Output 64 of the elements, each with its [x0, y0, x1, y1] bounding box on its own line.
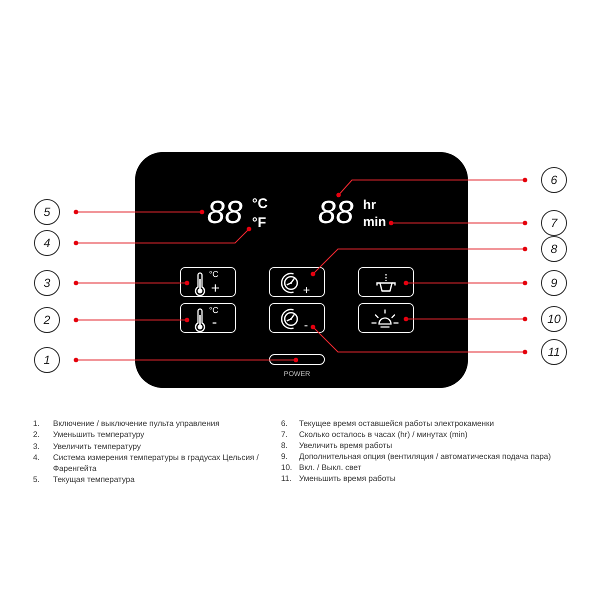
touch-button: [269, 303, 325, 333]
unit-label: min: [363, 215, 386, 229]
unit-label: °C: [252, 196, 268, 210]
callout-number: 9: [541, 270, 567, 296]
plus-sign: +: [303, 284, 310, 296]
leader-line: [404, 280, 528, 286]
leader-line: [310, 324, 528, 354]
list-text: Увеличить время работы: [299, 440, 392, 450]
touch-button: [358, 267, 414, 297]
list-number: 6.: [281, 418, 288, 428]
callout-number: 6: [541, 167, 567, 193]
list-text: Текущая температура: [53, 474, 135, 484]
list-text: Система измерения температуры в градусах Цельсия / Фаренгейта: [53, 452, 260, 474]
list-number: 3.: [33, 440, 40, 452]
callout-number: 1: [34, 347, 60, 373]
callout-number: 4: [34, 230, 60, 256]
callout-number: 10: [541, 306, 567, 332]
list-number: 2.: [33, 428, 40, 440]
minus-sign: -: [212, 315, 217, 330]
callout-number: 3: [34, 270, 60, 296]
list-number: 7.: [281, 428, 288, 440]
callout-number: 8: [541, 236, 567, 262]
callout-number: 5: [34, 199, 60, 225]
power-button: [269, 354, 325, 365]
touch-button: [269, 267, 325, 297]
minus-sign: -: [304, 319, 308, 331]
leader-line: [404, 316, 528, 322]
list-number: 8.: [281, 440, 288, 450]
list-text: Дополнительная опция (вентиляция / автоматическая подача пара): [299, 450, 551, 462]
list-number: 1.: [33, 418, 40, 428]
list-text: Текущее время оставшейся работы электрокаменки: [299, 418, 494, 428]
leader-line: [310, 246, 528, 276]
callout-number: 2: [34, 307, 60, 333]
unit-label: °F: [252, 215, 266, 229]
leader-line: [388, 220, 528, 226]
leader-line: [74, 226, 252, 246]
callout-number: 11: [541, 339, 567, 365]
touch-button: [180, 303, 236, 333]
list-number: 11.: [281, 472, 292, 484]
list-text: Включение / выключение пульта управления: [53, 418, 220, 428]
plus-sign: +: [211, 281, 220, 296]
touch-button: [180, 267, 236, 297]
leader-line: [74, 318, 190, 322]
leader-line: [336, 178, 528, 198]
leader-line: [74, 210, 204, 214]
leader-line: [74, 280, 190, 286]
list-number: 10.: [281, 462, 292, 472]
unit-label: hr: [363, 198, 376, 212]
list-number: 4.: [33, 452, 40, 462]
unit-label: °C: [209, 306, 219, 314]
list-text: Сколько осталось в часах (hr) / минутах (min): [299, 428, 468, 440]
touch-button: [358, 303, 414, 333]
callout-number: 7: [541, 210, 567, 236]
digit-display: 88: [207, 199, 243, 225]
list-text: Вкл. / Выкл. свет: [299, 462, 362, 472]
leader-line: [74, 358, 298, 362]
list-number: 9.: [281, 450, 288, 462]
list-text: Увеличить температуру: [53, 440, 141, 452]
list-number: 5.: [33, 474, 40, 484]
digit-display: 88: [318, 199, 354, 225]
unit-label: °C: [209, 270, 219, 278]
list-text: Уменьшить температуру: [53, 428, 144, 440]
control-panel: [135, 152, 468, 388]
list-text: Уменьшить время работы: [299, 472, 396, 484]
